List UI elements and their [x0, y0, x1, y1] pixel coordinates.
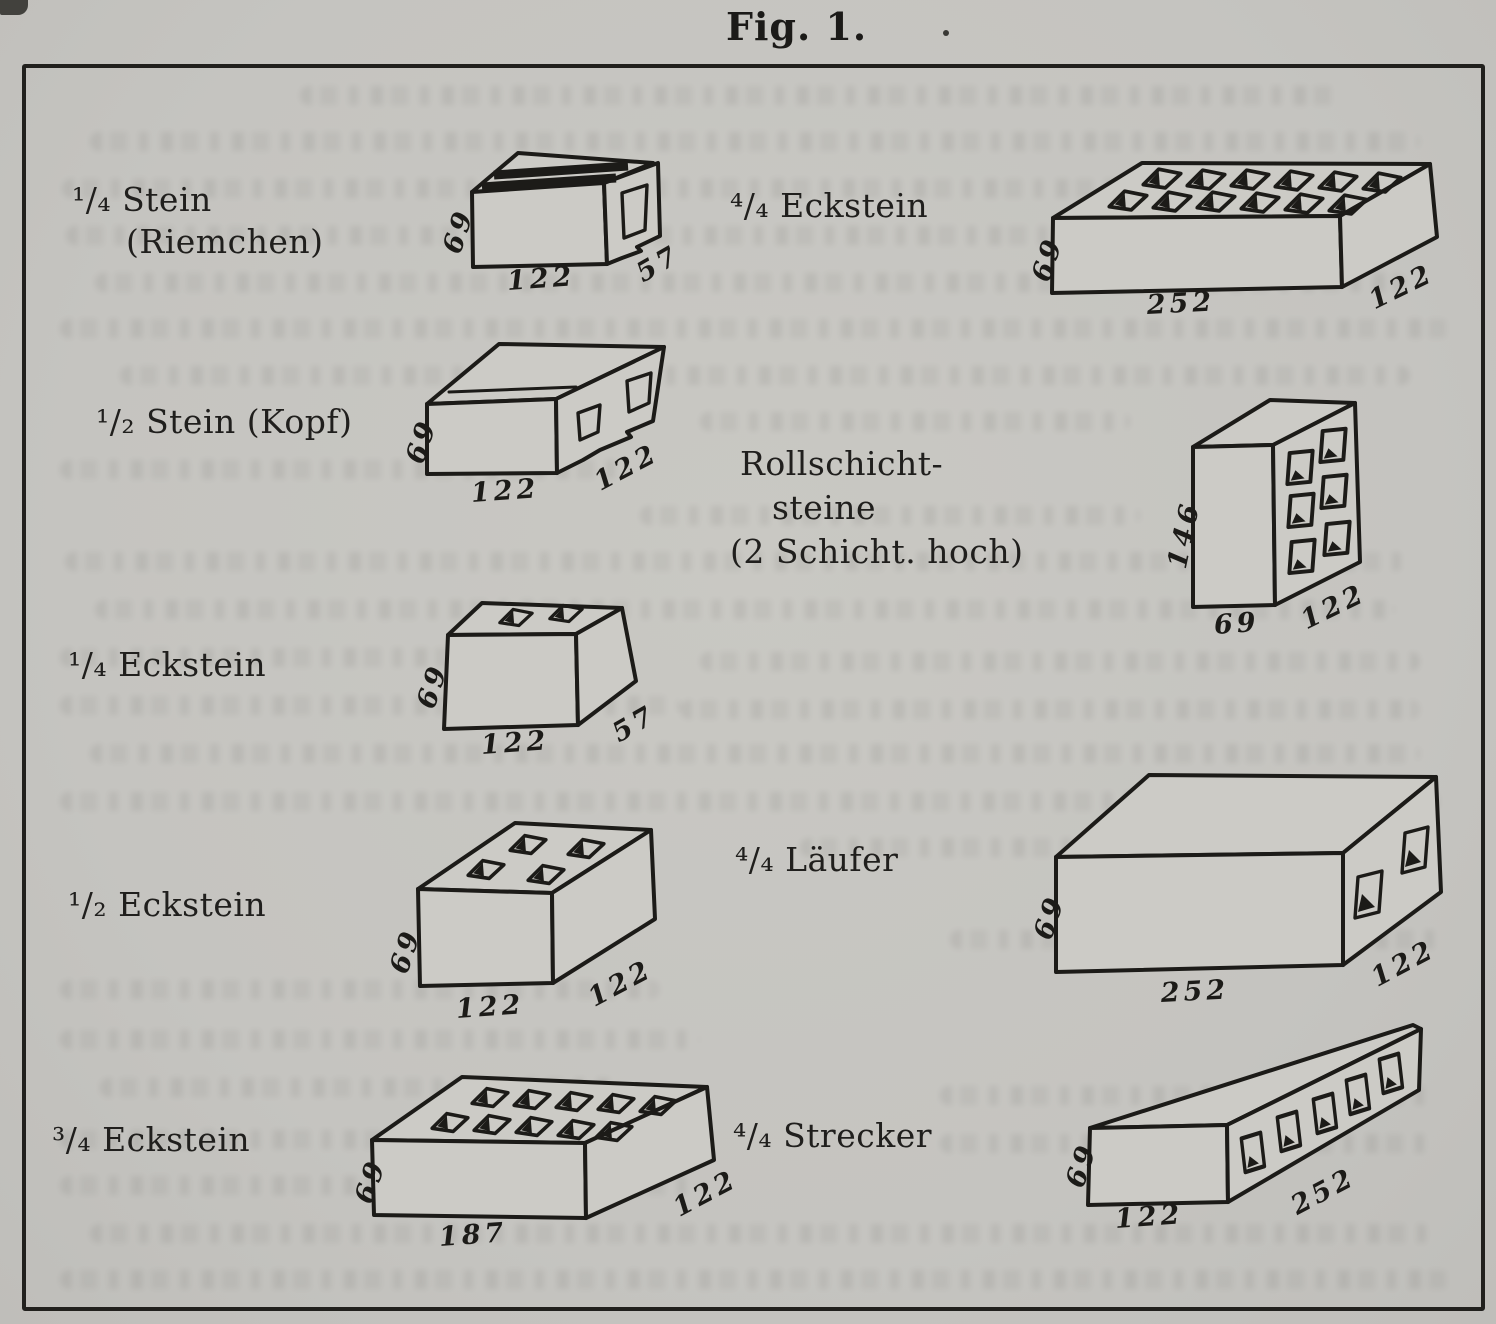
ghost-line	[65, 552, 1405, 571]
ghost-line	[700, 652, 1420, 671]
front-face	[470, 181, 609, 269]
ghost-line	[95, 600, 1395, 619]
front-face	[1191, 443, 1277, 609]
brick-half-eckstein-drawing	[416, 821, 657, 988]
ink-smudge	[0, 0, 28, 15]
dim-width: 122	[506, 261, 577, 297]
end-holes	[1353, 825, 1430, 920]
ghost-line	[640, 506, 1140, 525]
figure-frame	[22, 64, 1485, 1311]
front-face	[1050, 214, 1344, 295]
label-rollschicht-1: Rollschicht-	[740, 444, 944, 483]
ghost-line	[60, 1030, 700, 1049]
side-face	[583, 1085, 716, 1220]
side-face	[1341, 775, 1443, 967]
label-quarter-eckstein: ¹/₄ Eckstein	[68, 645, 267, 684]
label-full-laeufer: ⁴/₄ Läufer	[735, 840, 899, 879]
side-face	[1338, 162, 1439, 289]
ghost-line	[90, 1224, 1430, 1243]
label-half-eckstein: ¹/₂ Eckstein	[68, 885, 267, 924]
front-face	[442, 632, 580, 731]
front-face	[370, 1138, 588, 1220]
label-full-eckstein: ⁴/₄ Eckstein	[730, 186, 929, 225]
ghost-line	[90, 132, 1420, 151]
ghost-line	[90, 744, 1420, 763]
brick-full-eckstein-drawing	[1050, 161, 1439, 295]
dim-width: 252	[1160, 974, 1230, 1009]
ghost-line	[60, 1130, 400, 1149]
ghost-line	[680, 700, 1420, 719]
side-holes	[576, 371, 653, 442]
front-face	[416, 887, 555, 988]
side-face	[550, 828, 657, 985]
top-ridge	[447, 385, 578, 394]
ghost-line	[700, 412, 1130, 431]
dim-width: 187	[438, 1217, 509, 1253]
dim-width: 122	[470, 473, 541, 509]
brick-full-strecker-drawing	[1086, 1023, 1423, 1207]
brick-quarter-eckstein-drawing	[442, 601, 638, 731]
label-rollschicht-3: (2 Schicht. hoch)	[730, 532, 1024, 571]
ghost-line	[60, 1270, 1450, 1289]
dim-width: 122	[455, 989, 526, 1025]
label-quarter-stein: ¹/₄ Stein	[72, 180, 212, 219]
side-face	[1225, 1027, 1423, 1204]
side-face	[574, 606, 638, 727]
ghost-line	[60, 792, 1440, 811]
label-rollschicht-2: steine	[772, 488, 877, 527]
dim-width: 122	[480, 725, 551, 761]
ghost-line	[120, 366, 1410, 385]
ink-speck	[943, 30, 949, 36]
ghost-line	[60, 319, 1450, 338]
brick-rollschicht-drawing	[1191, 398, 1362, 609]
label-full-strecker: ⁴/₄ Strecker	[733, 1116, 933, 1155]
side-hole	[620, 183, 649, 240]
brick-threequarter-eckstein-drawing	[370, 1075, 716, 1220]
dim-width: 252	[1146, 286, 1216, 321]
top-grooves	[481, 161, 629, 192]
label-half-stein: ¹/₂ Stein (Kopf)	[96, 402, 353, 441]
figure-title: Fig. 1.	[726, 4, 868, 49]
brick-quarter-stein-drawing	[470, 151, 662, 269]
ghost-line	[300, 86, 1340, 105]
dim-width: 69	[1213, 606, 1261, 641]
label-quarter-stein-2: (Riemchen)	[126, 222, 324, 261]
brick-full-laeufer-drawing	[1054, 773, 1443, 974]
dim-width: 122	[1114, 1199, 1185, 1235]
brick-half-stein-drawing	[425, 342, 666, 476]
front-face	[425, 397, 559, 476]
front-face	[1054, 851, 1345, 974]
label-threequarter-eckstein: ³/₄ Eckstein	[52, 1120, 251, 1159]
front-face	[1086, 1123, 1230, 1207]
